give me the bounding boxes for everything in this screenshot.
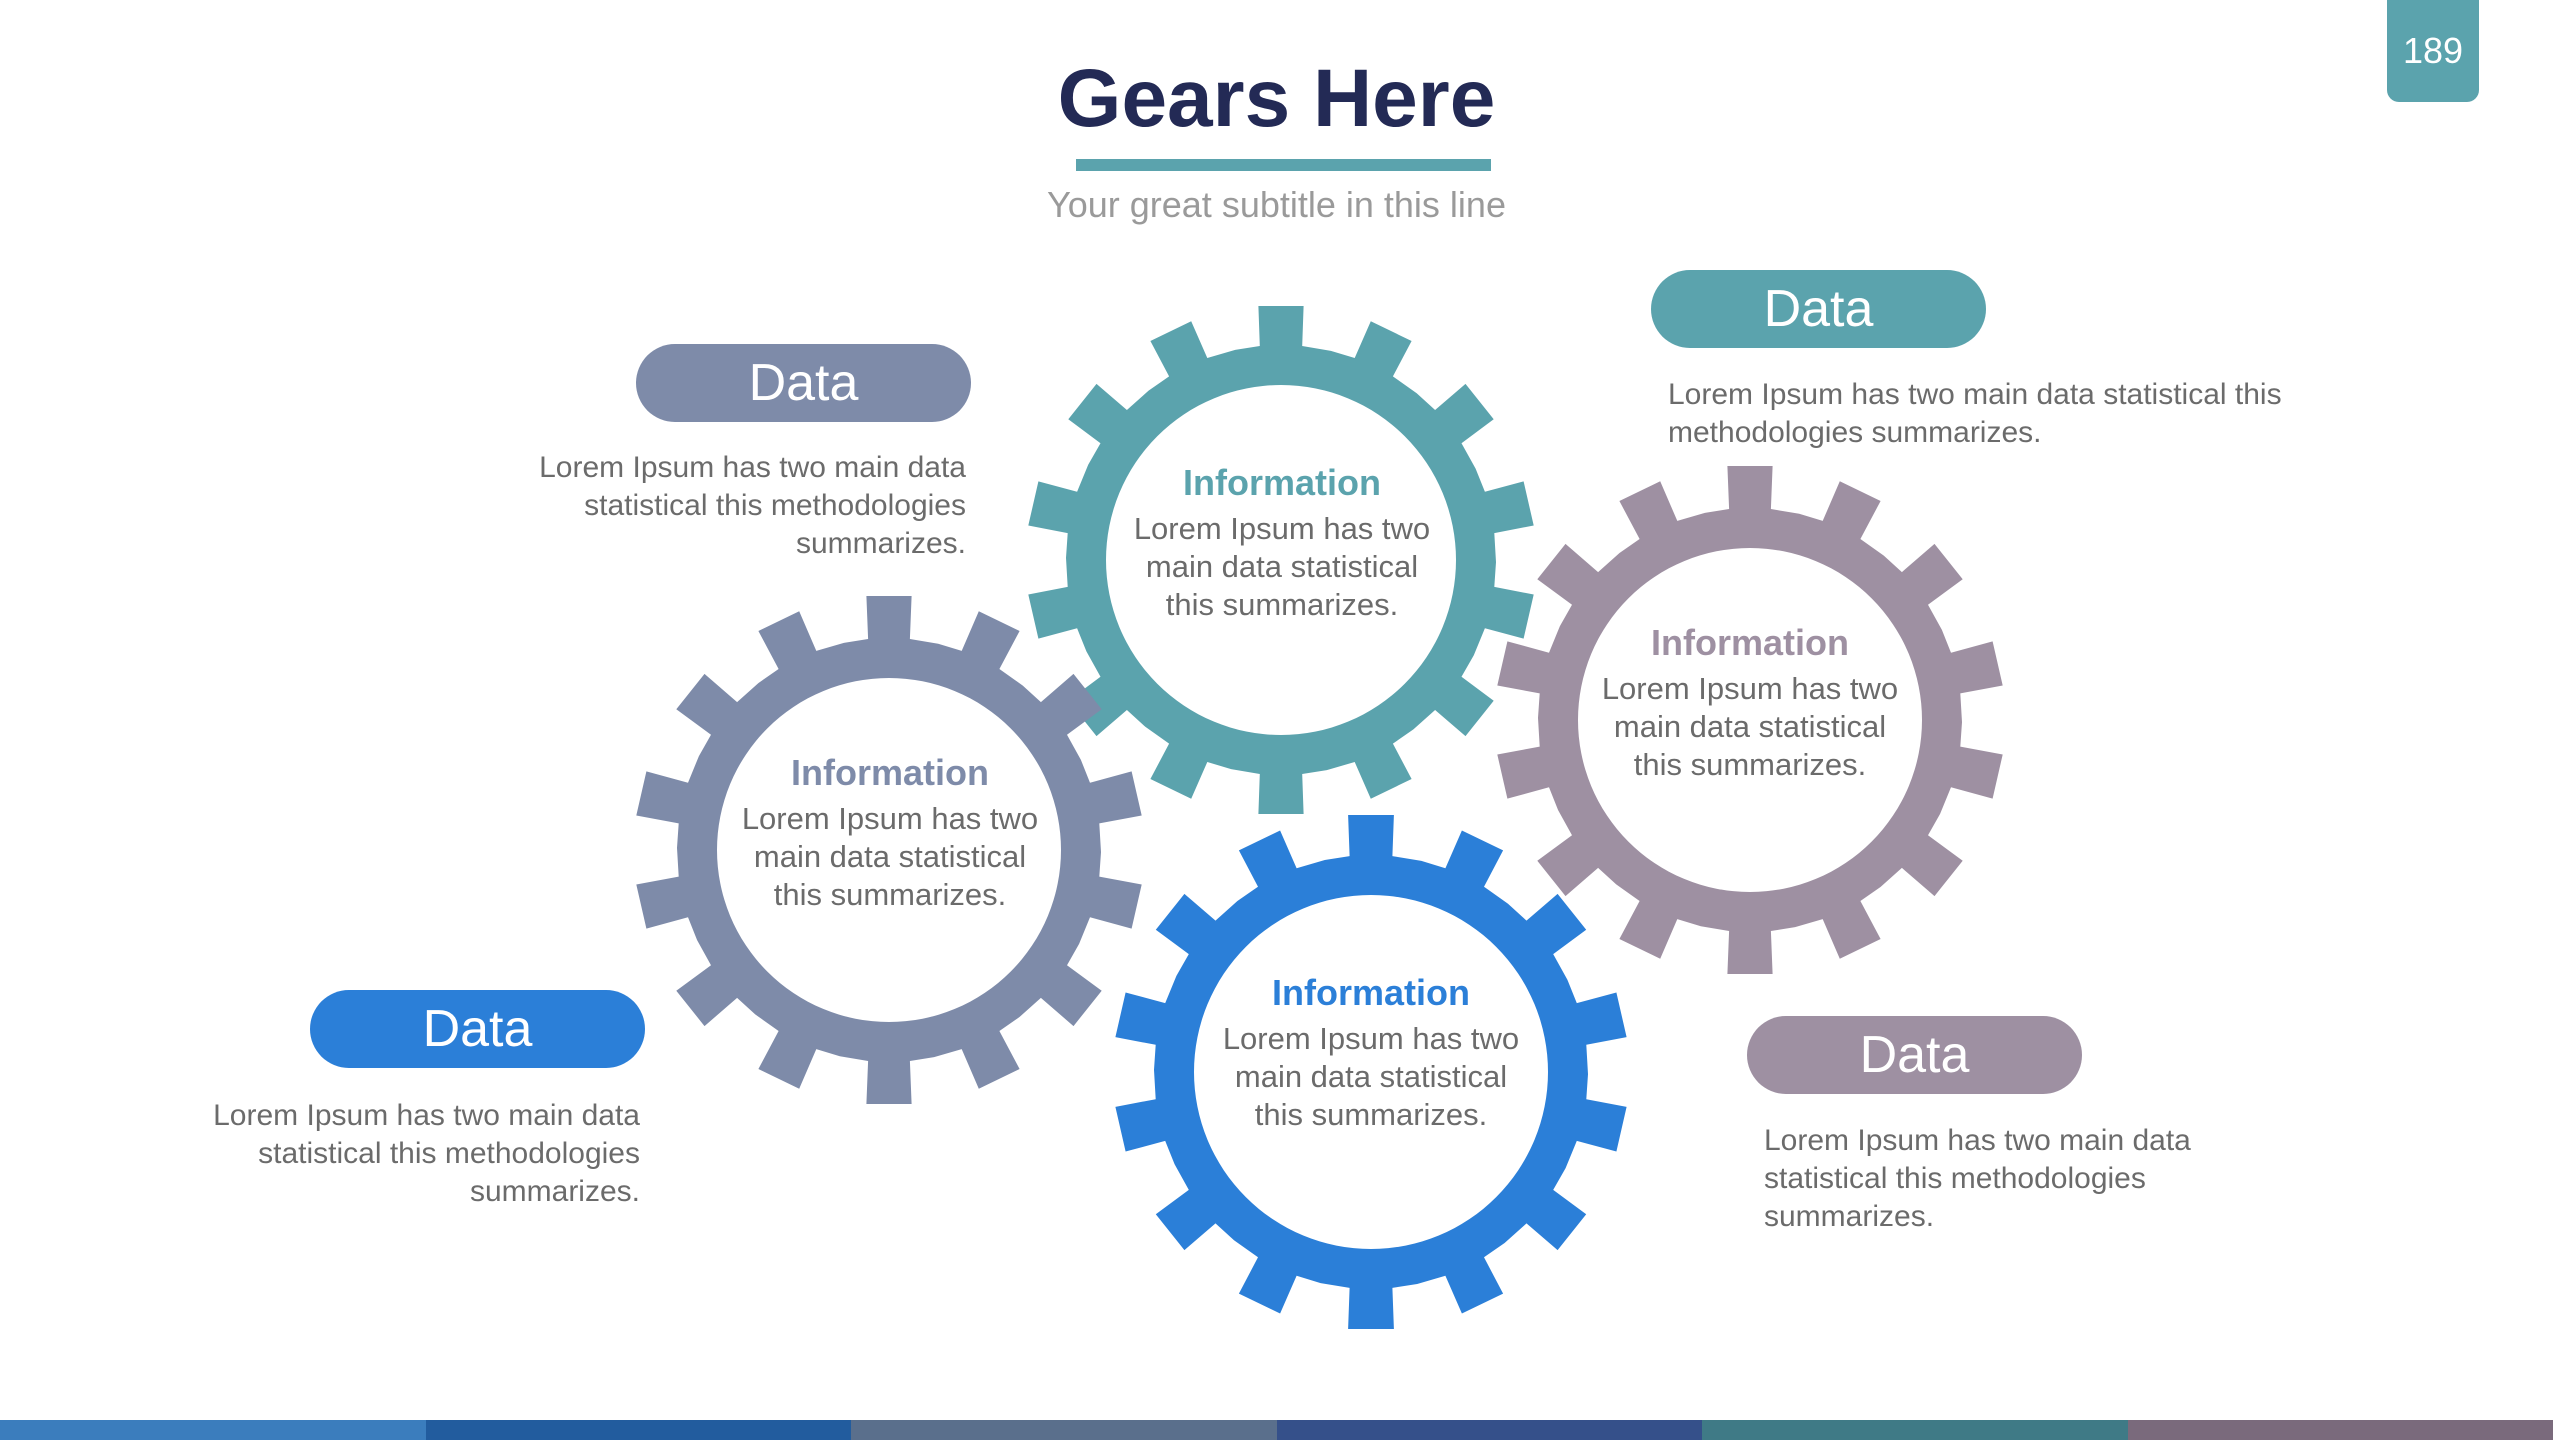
data-description-bottom-right: Lorem Ipsum has two main data statistica… bbox=[1764, 1124, 2191, 1233]
data-description-top-right: Lorem Ipsum has two main data statistica… bbox=[1668, 378, 2282, 449]
page-title: Gears Here bbox=[1057, 53, 1496, 144]
gear-info-title: Information bbox=[1272, 972, 1470, 1013]
gear-blue bbox=[1115, 815, 1627, 1329]
page-subtitle: Your great subtitle in this line bbox=[1047, 184, 1506, 225]
gear-info-title: Information bbox=[791, 752, 989, 793]
gear-slate bbox=[636, 596, 1142, 1104]
footer-segment bbox=[2127, 1420, 2553, 1440]
footer-segment bbox=[0, 1420, 426, 1440]
footer-segment bbox=[851, 1420, 1277, 1440]
gear-info-text: Lorem Ipsum has two main data statistica… bbox=[1222, 1021, 1520, 1132]
footer-segment bbox=[425, 1420, 851, 1440]
footer-segment bbox=[1702, 1420, 2128, 1440]
gear-info-text: Lorem Ipsum has two main data statistica… bbox=[1601, 671, 1899, 782]
data-description-bottom-left: Lorem Ipsum has two main data statistica… bbox=[213, 1099, 640, 1208]
gear-info-mauve: Information Lorem Ipsum has two main dat… bbox=[1600, 622, 1900, 784]
data-pill-bottom-right: Data bbox=[1747, 1016, 2082, 1094]
gear-teal bbox=[1028, 306, 1534, 814]
gear-info-text: Lorem Ipsum has two main data statistica… bbox=[741, 801, 1039, 912]
gear-info-teal: Information Lorem Ipsum has two main dat… bbox=[1132, 462, 1432, 624]
data-pill-top-left: Data bbox=[636, 344, 971, 422]
footer-segment bbox=[1276, 1420, 1702, 1440]
data-pill-bottom-left: Data bbox=[310, 990, 645, 1068]
gear-mauve bbox=[1497, 466, 2003, 974]
gear-info-title: Information bbox=[1183, 462, 1381, 503]
page-number-badge: 189 bbox=[2387, 0, 2479, 102]
gear-info-blue: Information Lorem Ipsum has two main dat… bbox=[1221, 972, 1521, 1134]
gear-info-title: Information bbox=[1651, 622, 1849, 663]
gear-info-slate: Information Lorem Ipsum has two main dat… bbox=[740, 752, 1040, 914]
footer-color-bar bbox=[0, 1420, 2553, 1440]
data-description-top-left: Lorem Ipsum has two main data statistica… bbox=[539, 451, 966, 560]
title-underline bbox=[1076, 159, 1491, 171]
data-pill-top-right: Data bbox=[1651, 270, 1986, 348]
gear-info-text: Lorem Ipsum has two main data statistica… bbox=[1133, 511, 1431, 622]
